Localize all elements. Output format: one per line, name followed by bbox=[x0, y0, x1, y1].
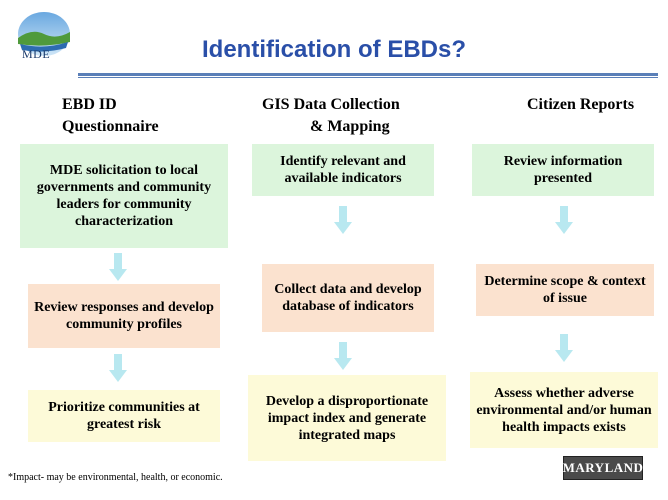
column-heading-line: Questionnaire bbox=[62, 118, 159, 135]
step-box: Develop a disproportionate impact index … bbox=[248, 375, 446, 461]
column-heading-citizen-reports: Citizen Reports bbox=[527, 94, 634, 116]
footnote: *Impact- may be environmental, health, o… bbox=[8, 472, 223, 483]
mde-logo-icon bbox=[18, 12, 70, 56]
step-box: Assess whether adverse environmental and… bbox=[470, 372, 658, 448]
column-heading-line: GIS Data Collection bbox=[262, 96, 400, 113]
page-title: Identification of EBDs? bbox=[202, 36, 466, 63]
down-arrow-icon bbox=[555, 206, 573, 234]
title-divider-thin bbox=[78, 77, 658, 78]
logo-text: MDE bbox=[22, 47, 51, 61]
down-arrow-icon bbox=[109, 354, 127, 382]
column-heading-line: EBD ID bbox=[62, 96, 117, 113]
step-box: Review information presented bbox=[472, 144, 654, 196]
step-box: MDE solicitation to local governments an… bbox=[20, 144, 228, 248]
step-box: Review responses and develop community p… bbox=[28, 284, 220, 348]
title-divider bbox=[78, 73, 658, 76]
step-box: Collect data and develop database of ind… bbox=[262, 264, 434, 332]
down-arrow-icon bbox=[334, 342, 352, 370]
down-arrow-icon bbox=[555, 334, 573, 362]
column-heading-line: & Mapping bbox=[310, 118, 390, 135]
down-arrow-icon bbox=[109, 253, 127, 281]
column-heading-line: Citizen Reports bbox=[527, 96, 635, 113]
column-heading-questionnaire: EBD ID Questionnaire bbox=[62, 94, 159, 138]
down-arrow-icon bbox=[334, 206, 352, 234]
maryland-badge: MARYLAND bbox=[563, 456, 643, 480]
step-box: Identify relevant and available indicato… bbox=[252, 144, 434, 196]
column-heading-gis: GIS Data Collection & Mapping bbox=[262, 94, 400, 138]
step-box: Determine scope & context of issue bbox=[476, 264, 654, 316]
step-box: Prioritize communities at greatest risk bbox=[28, 390, 220, 442]
